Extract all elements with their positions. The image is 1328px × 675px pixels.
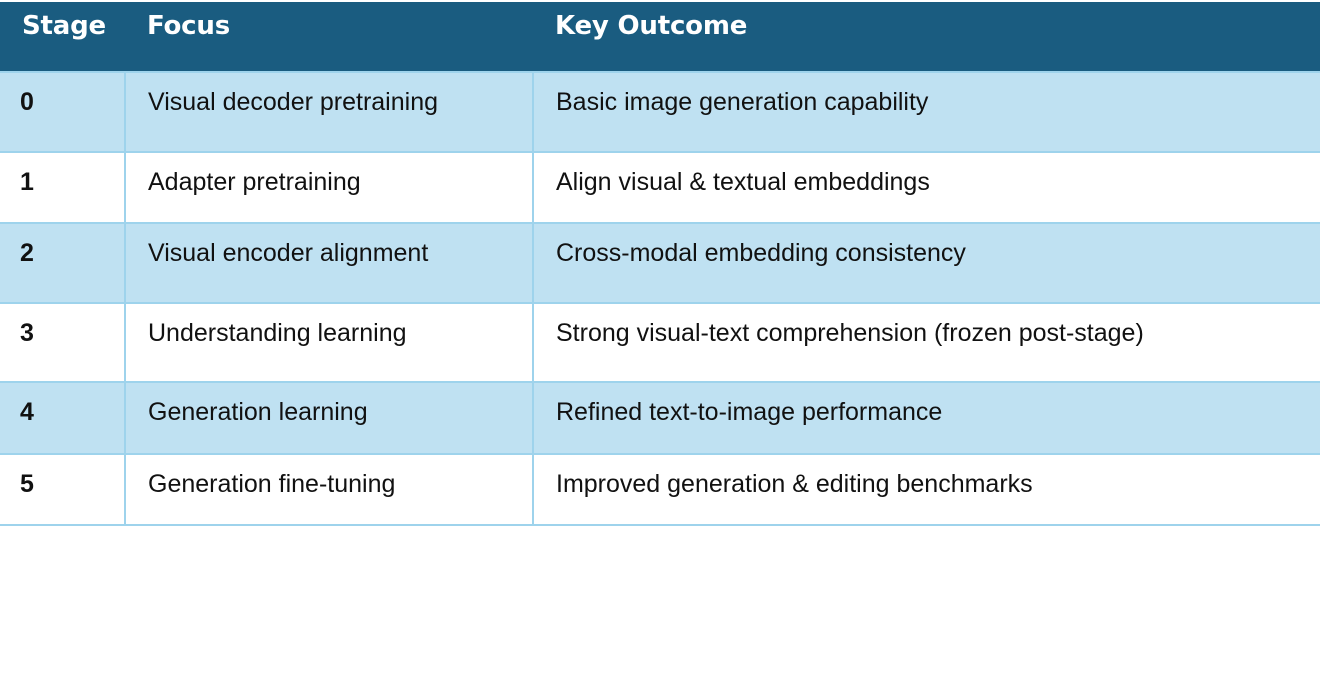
table-row: 3 Understanding learning Strong visual-t… <box>0 302 1320 382</box>
cell-stage: 0 <box>0 72 126 152</box>
training-stages-table-container: Stage Focus Key Outcome 0 Visual decoder… <box>0 2 1320 665</box>
cell-key-outcome: Basic image generation capability <box>532 72 1320 152</box>
cell-key-outcome: Cross-modal embedding consistency <box>532 223 1320 303</box>
cell-focus: Visual encoder alignment <box>124 223 534 303</box>
cell-focus: Generation learning <box>124 382 534 454</box>
table-row: 2 Visual encoder alignment Cross-modal e… <box>0 223 1320 303</box>
cell-stage: 3 <box>0 302 126 382</box>
cell-key-outcome: Refined text-to-image performance <box>532 382 1320 454</box>
column-header-focus: Focus <box>147 11 230 41</box>
column-header-stage: Stage <box>22 11 106 41</box>
cell-focus: Visual decoder pretraining <box>124 72 534 152</box>
cell-key-outcome: Strong visual-text comprehension (frozen… <box>532 302 1320 382</box>
cell-stage: 1 <box>0 151 126 223</box>
cell-key-outcome: Improved generation & editing benchmarks <box>532 453 1320 525</box>
cell-focus: Adapter pretraining <box>124 151 534 223</box>
table-header-row: Stage Focus Key Outcome <box>0 2 1320 72</box>
cell-stage: 5 <box>0 453 126 525</box>
table-row: 1 Adapter pretraining Align visual & tex… <box>0 151 1320 223</box>
table-body: 0 Visual decoder pretraining Basic image… <box>0 72 1320 525</box>
cell-stage: 2 <box>0 223 126 303</box>
table-header: Stage Focus Key Outcome <box>0 2 1320 72</box>
cell-focus: Generation fine-tuning <box>124 453 534 525</box>
cell-focus: Understanding learning <box>124 302 534 382</box>
table-row: 0 Visual decoder pretraining Basic image… <box>0 72 1320 152</box>
training-stages-table: Stage Focus Key Outcome 0 Visual decoder… <box>0 2 1320 526</box>
table-row: 4 Generation learning Refined text-to-im… <box>0 382 1320 454</box>
cell-key-outcome: Align visual & textual embeddings <box>532 151 1320 223</box>
column-header-key-outcome: Key Outcome <box>555 11 748 41</box>
cell-stage: 4 <box>0 382 126 454</box>
table-row: 5 Generation fine-tuning Improved genera… <box>0 453 1320 525</box>
